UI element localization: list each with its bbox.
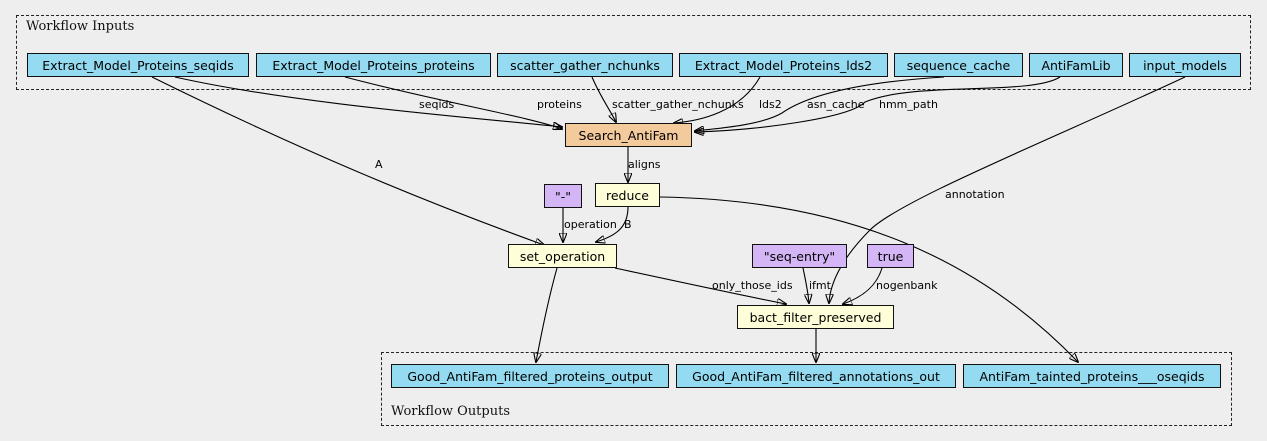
edge-label-b: B [624, 218, 632, 231]
constant-node-dash[interactable]: "-" [544, 184, 582, 208]
input-node-input-models[interactable]: input_models [1129, 53, 1241, 77]
edge-label-nchunks: scatter_gather_nchunks [612, 98, 744, 111]
input-node-lds2[interactable]: Extract_Model_Proteins_lds2 [679, 53, 888, 77]
constant-node-seq-entry[interactable]: "seq-entry" [752, 244, 847, 268]
step-node-search-antifam[interactable]: Search_AntiFam [565, 123, 692, 147]
edge-label-asn-cache: asn_cache [807, 98, 865, 111]
edge-reduce-tainted [659, 196, 1078, 362]
input-node-sequence-cache[interactable]: sequence_cache [894, 53, 1023, 77]
edge-label-ifmt: ifmt [809, 279, 832, 292]
workflow-inputs-group [16, 15, 1251, 90]
constant-node-true[interactable]: true [867, 244, 914, 268]
edge-setop-proteins [536, 267, 558, 362]
output-node-filtered-annotations[interactable]: Good_AntiFam_filtered_annotations_out [676, 364, 956, 388]
edge-ifmt [802, 267, 809, 303]
edge-label-hmm-path: hmm_path [879, 98, 938, 111]
edge-label-annotation: annotation [945, 188, 1005, 201]
edge-nogenbank [843, 267, 883, 304]
edge-a [151, 76, 544, 245]
edge-label-a: A [375, 158, 383, 171]
edge-label-nogenbank: nogenbank [876, 279, 938, 292]
edge-annotation [829, 76, 1186, 303]
input-node-seqids[interactable]: Extract_Model_Proteins_seqids [27, 53, 249, 77]
input-node-antifamlib[interactable]: AntiFamLib [1029, 53, 1123, 77]
step-node-set-operation[interactable]: set_operation [508, 244, 617, 268]
input-node-nchunks[interactable]: scatter_gather_nchunks [497, 53, 673, 77]
edge-label-proteins: proteins [537, 98, 582, 111]
edge-label-seqids: seqids [419, 98, 455, 111]
input-node-proteins[interactable]: Extract_Model_Proteins_proteins [256, 53, 491, 77]
edge-label-aligns: aligns [628, 158, 661, 171]
edge-b [596, 206, 629, 242]
edge-label-lds2: lds2 [759, 98, 782, 111]
edge-only-those-ids [614, 267, 786, 304]
workflow-inputs-label: Workflow Inputs [26, 19, 135, 34]
output-node-tainted-proteins[interactable]: AntiFam_tainted_proteins___oseqids [963, 364, 1221, 388]
step-node-reduce[interactable]: reduce [595, 183, 660, 207]
output-node-filtered-proteins[interactable]: Good_AntiFam_filtered_proteins_output [391, 364, 669, 388]
edge-label-operation: operation [564, 218, 617, 231]
step-node-bact-filter-preserved[interactable]: bact_filter_preserved [737, 305, 894, 329]
edge-label-only-those-ids: only_those_ids [712, 279, 793, 292]
workflow-outputs-label: Workflow Outputs [391, 404, 510, 419]
